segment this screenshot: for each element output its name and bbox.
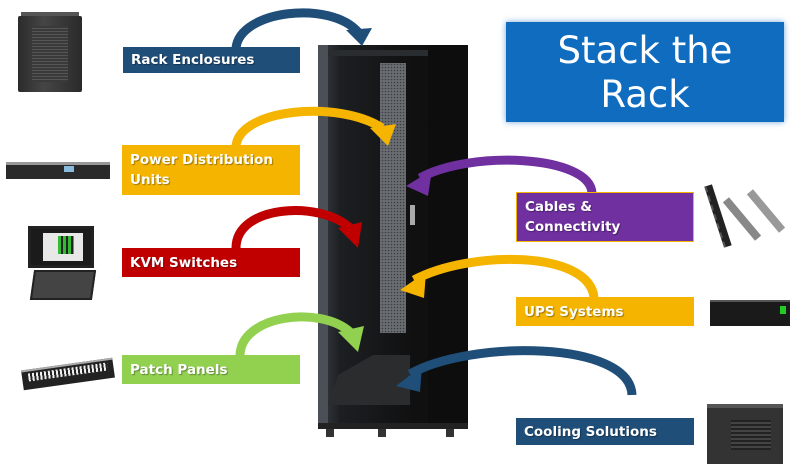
title-box: Stack the Rack	[506, 22, 784, 122]
label-rack-enclosures: Rack Enclosures	[123, 47, 300, 73]
kvm-console-image	[28, 226, 97, 300]
label-cables-connectivity: Cables & Connectivity	[516, 192, 694, 242]
label-text-line-2: Connectivity	[525, 219, 621, 235]
label-patch-panels: Patch Panels	[122, 355, 300, 384]
title-line-1: Stack the	[557, 29, 733, 72]
arrow-rack-enclosures	[231, 8, 372, 50]
label-text-line-2: Units	[130, 172, 170, 188]
title-line-2: Rack	[600, 73, 690, 116]
rack-enclosure-image	[18, 12, 82, 96]
label-kvm-switches: KVM Switches	[122, 248, 300, 277]
label-text-line-1: Power Distribution	[130, 152, 274, 168]
label-text-line-1: Cables &	[525, 199, 592, 215]
cooling-unit-image	[707, 404, 787, 464]
label-ups-systems: UPS Systems	[516, 297, 694, 326]
label-power-distribution-units: Power Distribution Units	[122, 145, 300, 195]
label-cooling-solutions: Cooling Solutions	[516, 418, 694, 445]
label-text: Rack Enclosures	[131, 52, 255, 68]
pdu-image	[6, 152, 114, 180]
ups-image	[710, 298, 794, 328]
label-text: KVM Switches	[130, 254, 238, 271]
server-rack-image	[318, 45, 468, 440]
label-text: Patch Panels	[130, 361, 228, 378]
cables-image	[700, 180, 795, 252]
label-text: Cooling Solutions	[524, 423, 657, 440]
label-text: UPS Systems	[524, 303, 624, 320]
patch-panel-image	[21, 357, 118, 391]
